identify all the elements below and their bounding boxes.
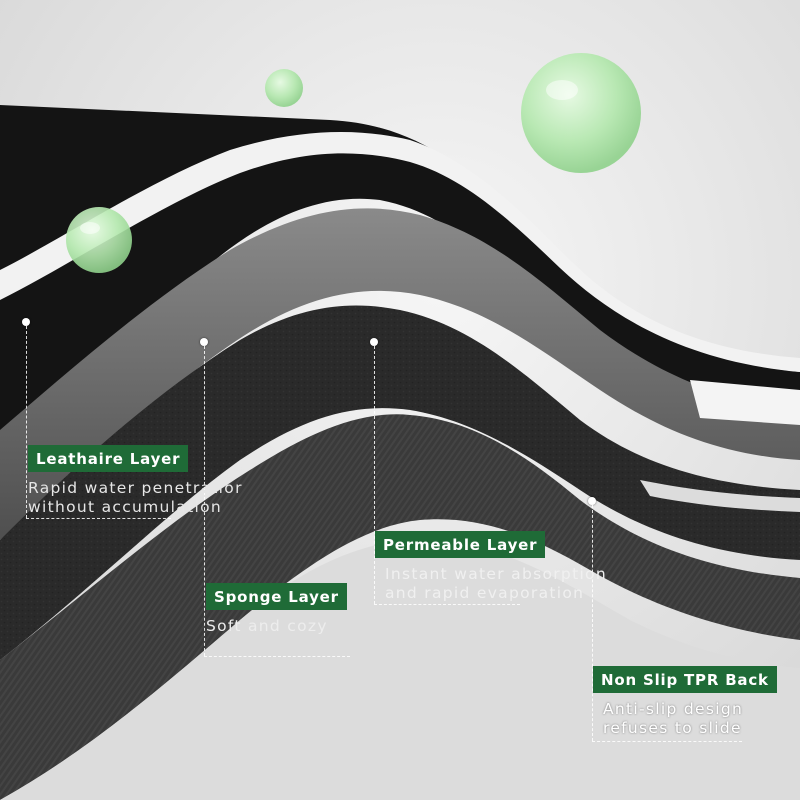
leathaire-white-edge — [0, 131, 800, 372]
callout-line-permeable — [374, 346, 375, 604]
description-sponge-layer: Soft and cozy — [206, 617, 347, 636]
callout-line-leathaire — [26, 326, 27, 518]
description-line: Rapid water penetratior — [28, 479, 243, 497]
right-stripe-2 — [640, 480, 800, 512]
callout-dot-tpr — [588, 497, 596, 505]
callout-dot-leathaire — [22, 318, 30, 326]
badge-permeable-layer: Permeable Layer — [375, 531, 546, 558]
callout-leathaire-layer: Leathaire Layer Rapid water penetratior … — [28, 445, 243, 517]
callout-line-sponge — [204, 346, 205, 656]
water-droplet-large — [521, 53, 641, 173]
callout-line-tpr — [592, 505, 593, 741]
droplet-highlight-2 — [80, 222, 100, 234]
description-line: Soft and cozy — [206, 617, 328, 635]
callout-underline-tpr — [592, 741, 742, 742]
right-stripe — [690, 380, 800, 425]
description-line: refuses to slide — [603, 719, 742, 737]
callout-permeable-layer: Permeable Layer Instant water absorption… — [375, 531, 607, 603]
callout-dot-permeable — [370, 338, 378, 346]
floor-area — [0, 540, 800, 800]
description-line: Anti-slip design — [603, 700, 744, 718]
permeable-layer-shape — [0, 305, 800, 660]
description-permeable-layer: Instant water absorption and rapid evapo… — [375, 565, 607, 603]
tpr-back-shape — [0, 414, 800, 800]
description-leathaire-layer: Rapid water penetratior without accumula… — [28, 479, 243, 517]
description-line: and rapid evaporation — [385, 584, 585, 602]
water-droplet-medium — [66, 207, 132, 273]
description-line: without accumulation — [28, 498, 222, 516]
callout-underline-permeable — [374, 604, 520, 605]
leathaire-layer-shape — [0, 105, 800, 470]
callout-underline-sponge — [204, 656, 350, 657]
droplet-highlight — [546, 80, 578, 100]
callout-sponge-layer: Sponge Layer Soft and cozy — [206, 583, 347, 636]
description-non-slip-tpr-back: Anti-slip design refuses to slide — [593, 700, 777, 738]
badge-sponge-layer: Sponge Layer — [206, 583, 347, 610]
description-line: Instant water absorption — [385, 565, 607, 583]
badge-leathaire-layer: Leathaire Layer — [28, 445, 189, 472]
callout-dot-sponge — [200, 338, 208, 346]
callout-underline-leathaire — [26, 518, 171, 519]
water-droplet-small — [265, 69, 303, 107]
sponge-layer-shape — [0, 208, 800, 540]
badge-non-slip-tpr-back: Non Slip TPR Back — [593, 666, 777, 693]
callout-non-slip-tpr-back: Non Slip TPR Back Anti-slip design refus… — [593, 666, 777, 738]
